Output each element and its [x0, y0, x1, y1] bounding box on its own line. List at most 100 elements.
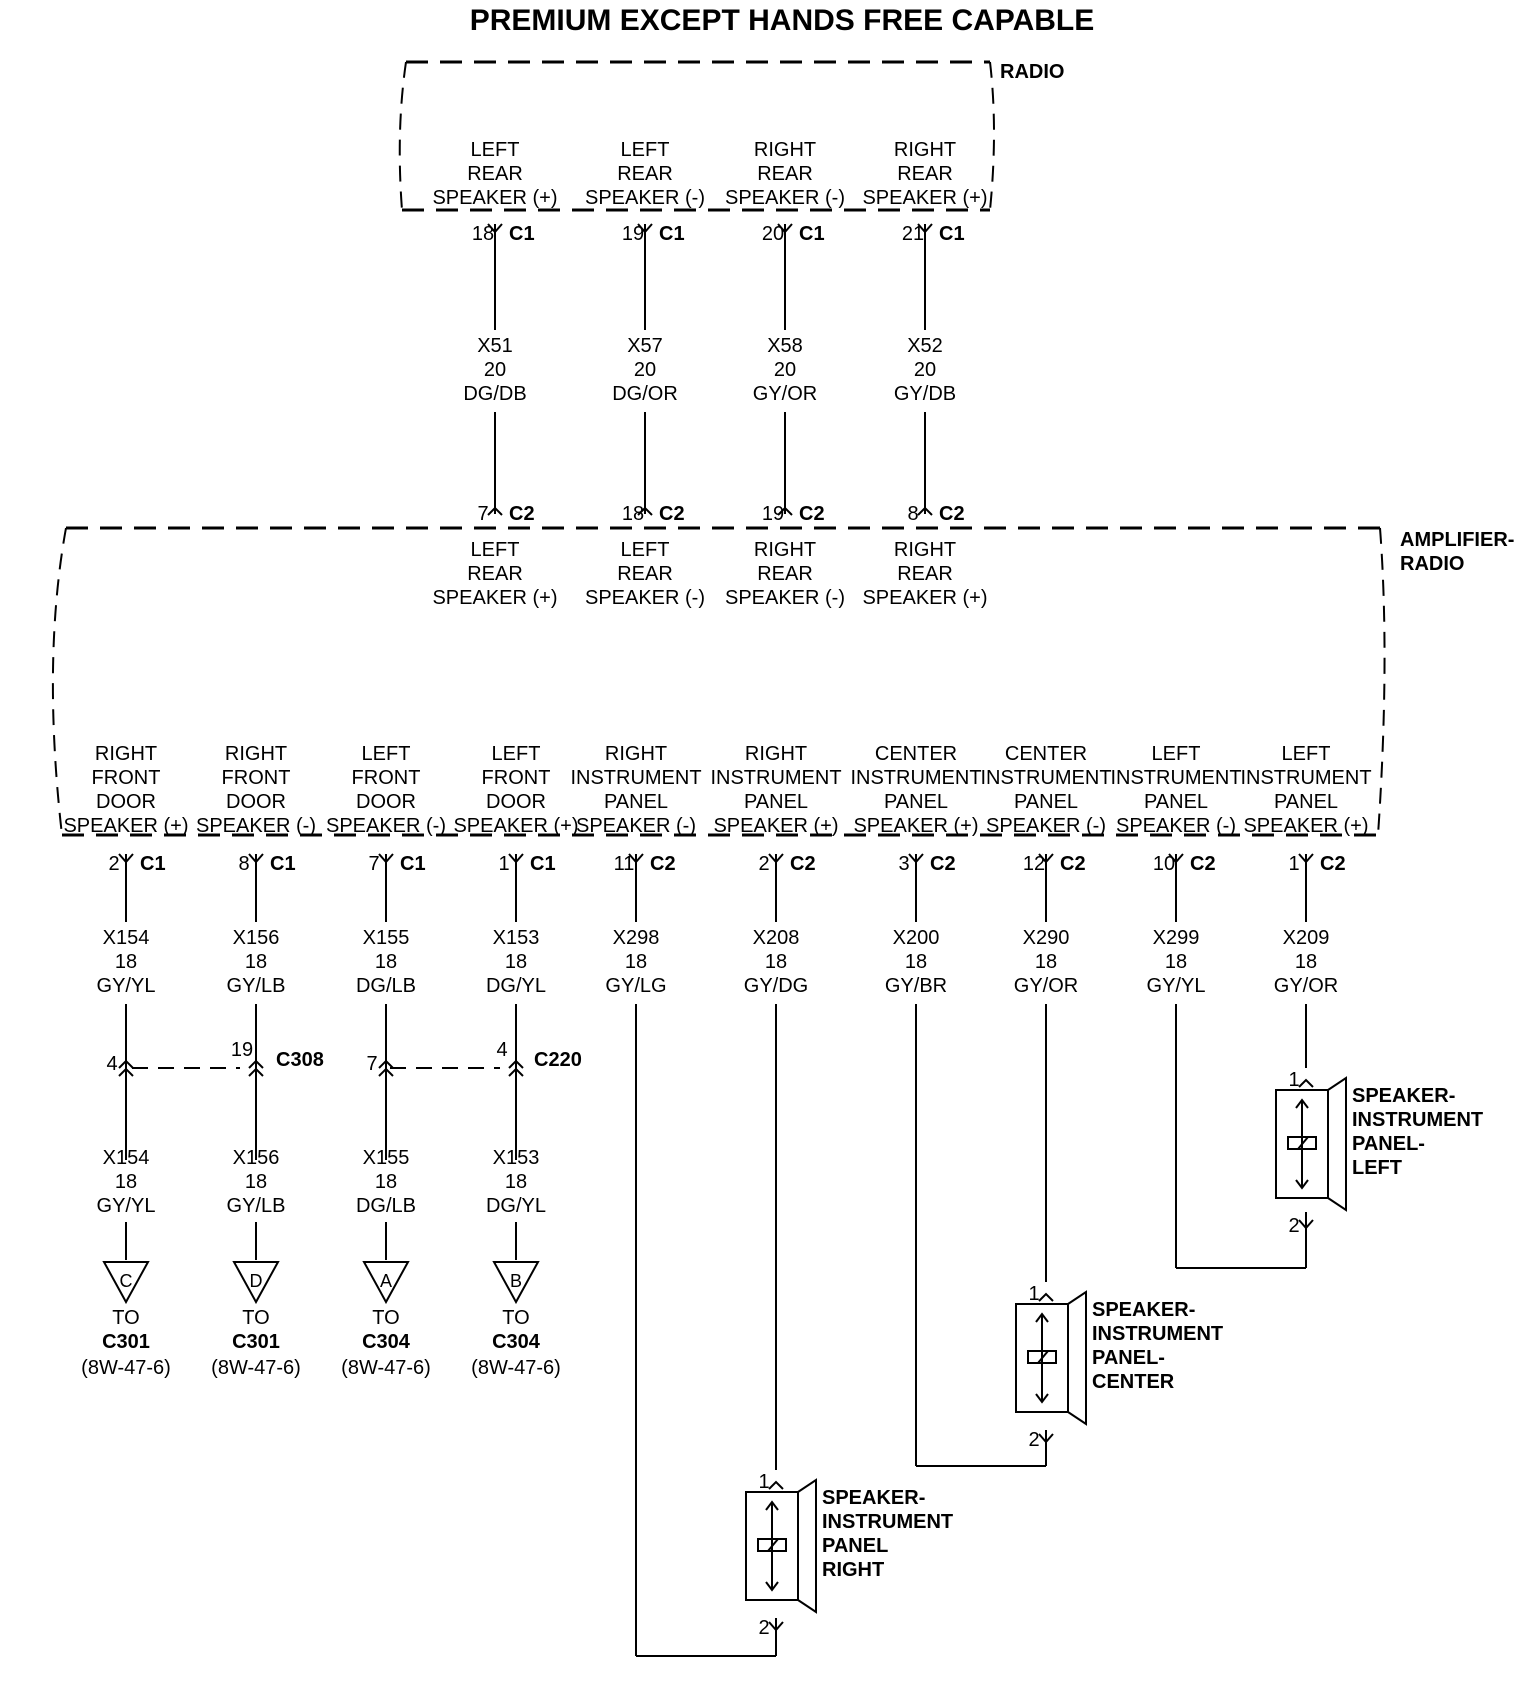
speaker-cone	[1067, 1290, 1087, 1426]
radio-output-label: SPEAKER (+)	[432, 187, 557, 209]
speaker-body	[1015, 1303, 1069, 1413]
amp-output-pin: 3	[898, 853, 909, 875]
amp-output-label: PANEL	[744, 791, 808, 813]
wire-gauge: 18	[905, 951, 927, 973]
inline-connector-terminal-2	[118, 1067, 134, 1077]
continuation-destination: C304	[492, 1331, 541, 1353]
speaker-arrow-down	[765, 1581, 779, 1592]
wire-circuit: X57	[627, 335, 663, 357]
amp-output-connector: C2	[1060, 853, 1086, 875]
speaker-name: CENTER	[1092, 1371, 1175, 1393]
speaker-terminal-1	[1298, 1078, 1314, 1088]
wire-gauge: 18	[1165, 951, 1187, 973]
wire-gauge: 20	[774, 359, 796, 381]
speaker-coil	[1027, 1350, 1057, 1364]
inline-connector-terminal	[508, 1059, 524, 1069]
amp-output-pin: 8	[238, 853, 249, 875]
amp-output-label: PANEL	[1274, 791, 1338, 813]
wire-gauge: 18	[245, 951, 267, 973]
wire-circuit: X156	[233, 1147, 280, 1169]
amp-output-label: PANEL	[1144, 791, 1208, 813]
amp-output-label: INSTRUMENT	[570, 767, 701, 789]
amp-output-label: PANEL	[884, 791, 948, 813]
wire-circuit: X51	[477, 335, 513, 357]
amp-label-2: RADIO	[1400, 553, 1464, 575]
continuation-reference: (8W-47-6)	[81, 1357, 171, 1379]
wire-circuit: X208	[753, 927, 800, 949]
wire-gauge: 18	[115, 951, 137, 973]
inline-label-c308: C308	[276, 1049, 324, 1071]
wire-color: DG/OR	[612, 383, 678, 405]
amp-input-label: REAR	[617, 563, 673, 585]
inline-connector-terminal-2	[248, 1067, 264, 1077]
continuation-to: TO	[372, 1307, 399, 1329]
wire-color: GY/OR	[1014, 975, 1078, 997]
wire-gauge: 20	[484, 359, 506, 381]
amp-input-terminal	[637, 506, 653, 516]
off-page-letter: A	[380, 1271, 392, 1291]
speaker-cone	[797, 1478, 817, 1614]
amp-output-label: RIGHT	[605, 743, 667, 765]
radio-connector: C1	[509, 223, 535, 245]
amp-output-label: SPEAKER (-)	[326, 815, 446, 837]
amp-output-label: FRONT	[92, 767, 161, 789]
continuation-reference: (8W-47-6)	[341, 1357, 431, 1379]
wire-circuit: X298	[613, 927, 660, 949]
speaker-name: INSTRUMENT	[1352, 1109, 1483, 1131]
amp-input-pin: 19	[762, 503, 784, 525]
amp-output-label: SPEAKER (-)	[1116, 815, 1236, 837]
amp-right-border	[1377, 527, 1386, 836]
amp-output-label: LEFT	[362, 743, 411, 765]
wire-color: GY/YL	[97, 975, 156, 997]
speaker-coil	[1287, 1136, 1317, 1150]
speaker-coil-slash	[767, 1538, 779, 1552]
amp-output-label: INSTRUMENT	[850, 767, 981, 789]
wire-color: DG/DB	[463, 383, 526, 405]
amp-input-label: REAR	[897, 563, 953, 585]
amp-output-label: SPEAKER (+)	[713, 815, 838, 837]
speaker-pin-1: 1	[1028, 1283, 1039, 1305]
wire-circuit: X155	[363, 927, 410, 949]
off-page-letter: C	[120, 1271, 133, 1291]
amp-output-pin: 1	[1288, 853, 1299, 875]
amp-output-label: PANEL	[1014, 791, 1078, 813]
wire-color: GY/DG	[744, 975, 808, 997]
amp-input-label: REAR	[757, 563, 813, 585]
off-page-connector	[232, 1261, 280, 1305]
wire-color: DG/YL	[486, 1195, 546, 1217]
radio-output-label: RIGHT	[894, 139, 956, 161]
speaker-cone	[1327, 1076, 1347, 1212]
speaker-name: PANEL-	[1352, 1133, 1425, 1155]
amp-output-pin: 2	[108, 853, 119, 875]
amp-output-pin: 12	[1023, 853, 1045, 875]
amp-output-connector: C1	[400, 853, 426, 875]
diagram-title: PREMIUM EXCEPT HANDS FREE CAPABLE	[470, 4, 1095, 37]
amp-output-label: DOOR	[96, 791, 156, 813]
amp-output-label: DOOR	[486, 791, 546, 813]
amp-output-pin: 1	[498, 853, 509, 875]
wire-gauge: 18	[1035, 951, 1057, 973]
speaker-body	[1275, 1089, 1329, 1199]
amp-output-label: SPEAKER (-)	[576, 815, 696, 837]
speaker-arrow-down	[1295, 1179, 1309, 1190]
amp-output-label: SPEAKER (-)	[196, 815, 316, 837]
speaker-terminal-1	[1038, 1292, 1054, 1302]
amp-output-label: LEFT	[1282, 743, 1331, 765]
amp-output-pin: 7	[368, 853, 379, 875]
wire-gauge: 20	[634, 359, 656, 381]
inline-connector-terminal-2	[378, 1067, 394, 1077]
amp-input-pin: 7	[477, 503, 488, 525]
amp-output-label: SPEAKER (+)	[1243, 815, 1368, 837]
inline-connector-terminal	[248, 1059, 264, 1069]
inline-label-c220: C220	[534, 1049, 582, 1071]
amp-output-label: FRONT	[352, 767, 421, 789]
amp-input-connector: C2	[939, 503, 965, 525]
off-page-connector	[102, 1261, 150, 1305]
speaker-pin-1: 1	[758, 1471, 769, 1493]
amp-input-terminal	[917, 506, 933, 516]
wire-color: GY/LG	[605, 975, 666, 997]
